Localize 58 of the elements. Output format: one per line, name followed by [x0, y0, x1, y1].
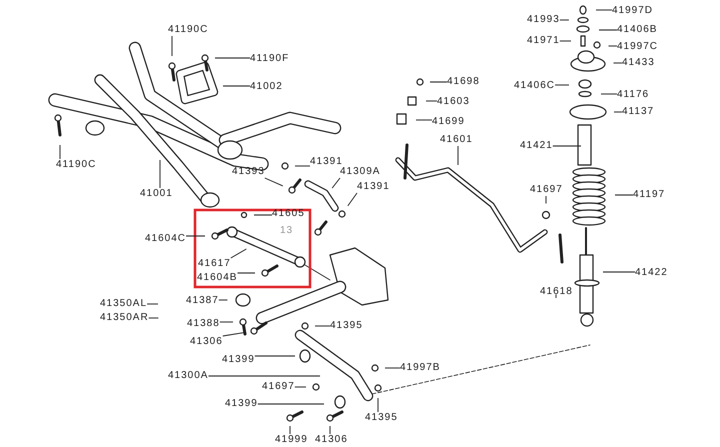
- callout-number: 41999: [275, 434, 308, 446]
- leader-line: [222, 332, 245, 336]
- callout-number: 41137: [622, 106, 654, 118]
- callout-number: 41399: [225, 398, 258, 410]
- leader-line: [559, 40, 572, 42]
- callout-number: 41190F: [250, 53, 290, 65]
- leader-line: [613, 62, 622, 64]
- callout-number: 41406B: [617, 24, 658, 36]
- leader-line: [426, 100, 438, 102]
- callout-number: 41306: [315, 434, 348, 446]
- callout-number: 41197: [633, 189, 666, 201]
- callout-number: 41603: [437, 96, 470, 108]
- leader-line: [230, 248, 247, 258]
- callout-number: 41699: [432, 116, 465, 128]
- callout-number: 41617: [198, 258, 231, 270]
- callout-number: 41387: [186, 295, 219, 307]
- callout-number: 41306: [190, 336, 223, 348]
- callout-number: 41605: [272, 208, 305, 220]
- callout-number: 41604C: [145, 233, 186, 245]
- leader-line: [554, 84, 570, 86]
- callout-number: 41001: [140, 188, 173, 200]
- callout-number: 41997C: [617, 41, 658, 53]
- callout-number: 41421: [520, 140, 553, 152]
- leader-line: [347, 192, 358, 206]
- leader-line: [237, 272, 256, 274]
- callout-number: 41309A: [340, 166, 380, 178]
- callout-number: 41997D: [612, 5, 654, 17]
- callout-number: 41604B: [197, 272, 238, 284]
- callout-number: 41697: [262, 381, 295, 393]
- callout-number: 41190C: [56, 159, 96, 171]
- callout-number: 41971: [527, 35, 560, 47]
- leader-line: [264, 178, 284, 186]
- faint-number: 13: [280, 225, 294, 237]
- callout-number: 41993: [527, 14, 560, 26]
- callout-number: 41395: [330, 320, 363, 332]
- leader-line: [254, 214, 272, 216]
- leader-line: [332, 178, 340, 189]
- callout-number: 41388: [187, 318, 220, 330]
- leader-line: [294, 386, 306, 388]
- callout-number: 41002: [250, 81, 283, 93]
- callout-number: 41399: [222, 354, 255, 366]
- callout-number: 41422: [635, 267, 668, 279]
- callout-number: 41697: [530, 184, 563, 196]
- callout-number: 41618: [540, 286, 573, 298]
- callout-number: 41997B: [400, 362, 440, 374]
- callout-number: 41391: [357, 181, 390, 193]
- callout-number: 41433: [622, 57, 655, 69]
- callout-number: 41190C: [168, 24, 208, 36]
- callout-number: 41176: [617, 89, 650, 101]
- callout-number: 41350AR: [100, 312, 149, 324]
- callout-number: 41300A: [168, 370, 208, 382]
- callout-number: 41601: [440, 134, 473, 146]
- callout-number: 41350AL: [100, 298, 148, 310]
- callout-number: 41698: [447, 76, 480, 88]
- callout-number: 41391: [310, 156, 343, 168]
- leader-line: [614, 194, 634, 196]
- callout-number: 41395: [365, 412, 398, 424]
- callout-number: 41406C: [514, 80, 556, 92]
